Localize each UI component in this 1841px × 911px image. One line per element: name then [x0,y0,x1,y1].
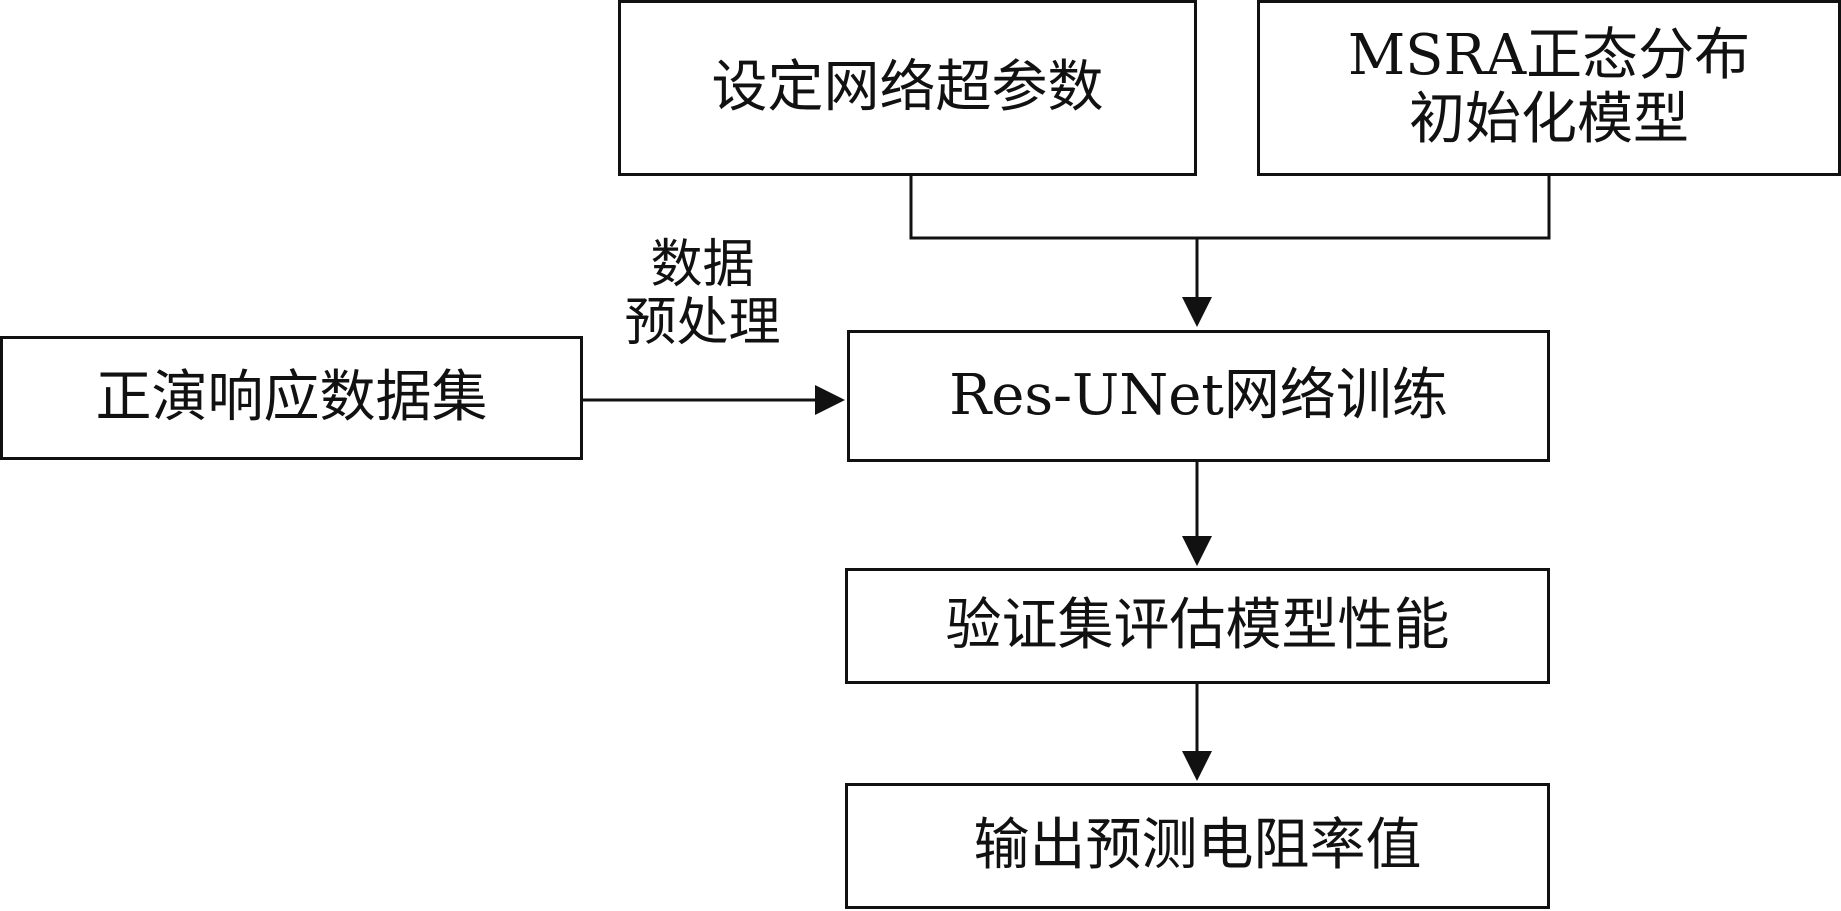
output-resistivity-node: 输出预测电阻率值 [845,783,1550,909]
data-preprocessing-line-1: 数据 [650,235,755,295]
validation-evaluation-node: 验证集评估模型性能 [845,568,1550,684]
res-unet-training-node: Res-UNet网络训练 [847,330,1550,462]
data-preprocessing-line-2: 预处理 [624,293,781,354]
msra-init-line-1: MSRA正态分布 [1347,22,1751,88]
forward-response-dataset-node: 正演响应数据集 [0,336,583,460]
forward-response-dataset-label: 正演响应数据集 [95,364,488,430]
set-hyperparameters-node: 设定网络超参数 [618,0,1197,176]
set-hyperparameters-label: 设定网络超参数 [711,54,1104,120]
data-preprocessing-label: 数据 预处理 [600,235,805,354]
res-unet-training-label: Res-UNet网络训练 [949,362,1448,428]
output-resistivity-label: 输出预测电阻率值 [973,812,1422,878]
msra-init-node: MSRA正态分布 初始化模型 [1257,0,1841,176]
msra-init-line-2: 初始化模型 [1409,87,1689,152]
merge-connector [909,176,1551,240]
validation-evaluation-label: 验证集评估模型性能 [945,592,1450,658]
